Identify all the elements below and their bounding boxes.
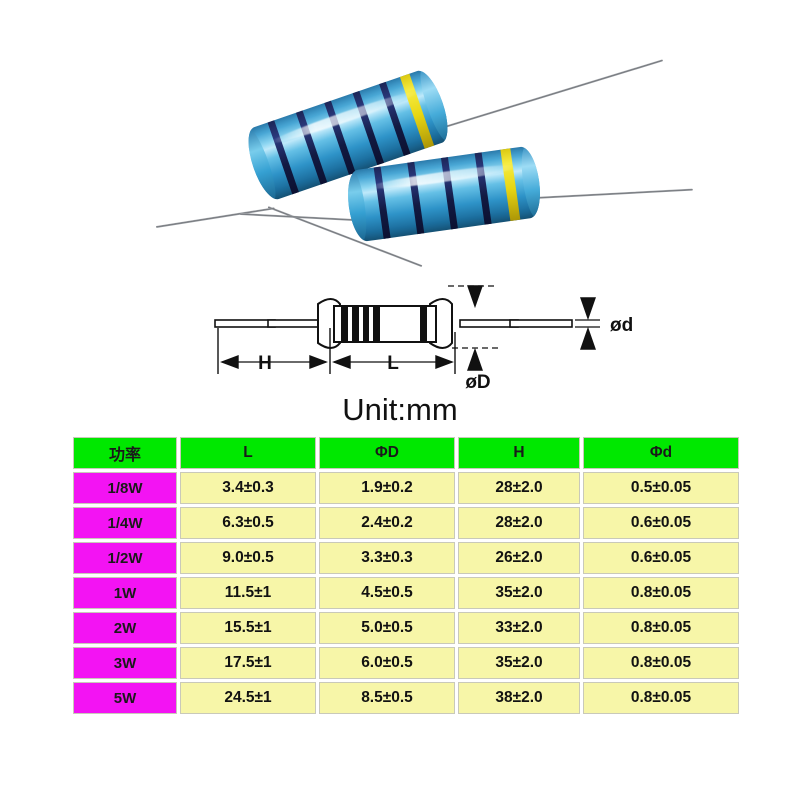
cell-phi-d-small: 0.6±0.05 [583, 542, 739, 574]
cell-phi-d: 2.4±0.2 [319, 507, 455, 539]
cell-l: 24.5±1 [180, 682, 316, 714]
cell-power: 5W [73, 682, 177, 714]
cell-phi-d-small: 0.6±0.05 [583, 507, 739, 539]
table-header-row: 功率 L ΦD H Φd [73, 437, 739, 469]
cell-power: 2W [73, 612, 177, 644]
table-row: 1W 11.5±1 4.5±0.5 35±2.0 0.8±0.05 [73, 577, 739, 609]
cell-phi-d: 8.5±0.5 [319, 682, 455, 714]
cell-l: 9.0±0.5 [180, 542, 316, 574]
cell-phi-d: 1.9±0.2 [319, 472, 455, 504]
arrow-l-right [435, 354, 454, 370]
cell-phi-d-small: 0.5±0.05 [583, 472, 739, 504]
specification-table: 功率 L ΦD H Φd 1/8W 3.4±0.3 1.9±0.2 28±2.0… [70, 434, 742, 717]
lead-left-segment-1 [214, 319, 276, 328]
table-header: 功率 L ΦD H Φd [73, 437, 739, 469]
column-header-l: L [180, 437, 316, 469]
cell-h: 35±2.0 [458, 647, 580, 679]
resistor-lower [0, 0, 800, 268]
tolerance-band [500, 146, 521, 224]
diagram-color-bands [341, 307, 427, 341]
color-band [373, 164, 391, 241]
resistor-lower-cap-right [518, 144, 545, 219]
table-row: 2W 15.5±1 5.0±0.5 33±2.0 0.8±0.05 [73, 612, 739, 644]
cell-phi-d-small: 0.8±0.05 [583, 647, 739, 679]
cell-power: 1/8W [73, 472, 177, 504]
resistor-lower-cap-left [343, 169, 370, 244]
specification-table-container: 功率 L ΦD H Φd 1/8W 3.4±0.3 1.9±0.2 28±2.0… [70, 434, 739, 717]
cell-l: 15.5±1 [180, 612, 316, 644]
arrow-h-right [309, 354, 328, 370]
cell-l: 6.3±0.5 [180, 507, 316, 539]
lead-wire-lower-right [532, 188, 693, 199]
dimension-lines [217, 285, 600, 374]
cell-h: 26±2.0 [458, 542, 580, 574]
color-band [474, 150, 492, 227]
diagram-band-1 [341, 307, 348, 341]
cell-power: 1/2W [73, 542, 177, 574]
diagram-band-5 [420, 307, 427, 341]
cell-phi-d: 4.5±0.5 [319, 577, 455, 609]
dim-label-h: H [258, 353, 272, 374]
table-row: 5W 24.5±1 8.5±0.5 38±2.0 0.8±0.05 [73, 682, 739, 714]
resistor-dimension-diagram: H L øD ød [0, 262, 800, 393]
cell-h: 28±2.0 [458, 507, 580, 539]
column-header-power: 功率 [73, 437, 177, 469]
cell-h: 33±2.0 [458, 612, 580, 644]
cell-phi-d: 5.0±0.5 [319, 612, 455, 644]
column-header-h: H [458, 437, 580, 469]
cell-l: 3.4±0.3 [180, 472, 316, 504]
diagram-band-4 [373, 307, 380, 341]
cell-power: 1/4W [73, 507, 177, 539]
cell-power: 1W [73, 577, 177, 609]
color-band [440, 155, 459, 232]
dim-label-od-small: ød [610, 315, 633, 336]
arrow-od-small-top [580, 297, 596, 321]
column-header-phi-d-small: Φd [583, 437, 739, 469]
cell-h: 28±2.0 [458, 472, 580, 504]
cell-phi-d-small: 0.8±0.05 [583, 612, 739, 644]
dim-label-od-big: øD [465, 372, 490, 392]
table-row: 3W 17.5±1 6.0±0.5 35±2.0 0.8±0.05 [73, 647, 739, 679]
arrow-od-small-bottom [580, 326, 596, 350]
arrow-od-big-top [467, 285, 483, 309]
cell-h: 38±2.0 [458, 682, 580, 714]
color-band [407, 159, 425, 237]
table-body: 1/8W 3.4±0.3 1.9±0.2 28±2.0 0.5±0.05 1/4… [73, 472, 739, 714]
cell-h: 35±2.0 [458, 577, 580, 609]
cell-phi-d-small: 0.8±0.05 [583, 577, 739, 609]
cell-l: 11.5±1 [180, 577, 316, 609]
cell-phi-d: 6.0±0.5 [319, 647, 455, 679]
table-row: 1/4W 6.3±0.5 2.4±0.2 28±2.0 0.6±0.05 [73, 507, 739, 539]
cell-power: 3W [73, 647, 177, 679]
cell-phi-d: 3.3±0.3 [319, 542, 455, 574]
diagram-band-2 [352, 307, 359, 341]
cell-phi-d-small: 0.8±0.05 [583, 682, 739, 714]
resistor-photograph [0, 0, 800, 268]
arrow-h-left [220, 354, 239, 370]
lead-right-segment-2 [509, 319, 573, 328]
diagram-svg: H L øD ød [214, 285, 633, 393]
cell-l: 17.5±1 [180, 647, 316, 679]
table-row: 1/2W 9.0±0.5 3.3±0.3 26±2.0 0.6±0.05 [73, 542, 739, 574]
arrow-od-big-bottom [467, 347, 483, 371]
unit-label: Unit:mm [342, 392, 458, 427]
resistor-lower-body [343, 144, 545, 244]
table-row: 1/8W 3.4±0.3 1.9±0.2 28±2.0 0.5±0.05 [73, 472, 739, 504]
arrow-l-left [332, 354, 351, 370]
diagram-band-3 [363, 307, 369, 341]
dim-label-l: L [387, 353, 399, 374]
column-header-phi-d: ΦD [319, 437, 455, 469]
resistor-body-outline [333, 305, 437, 343]
